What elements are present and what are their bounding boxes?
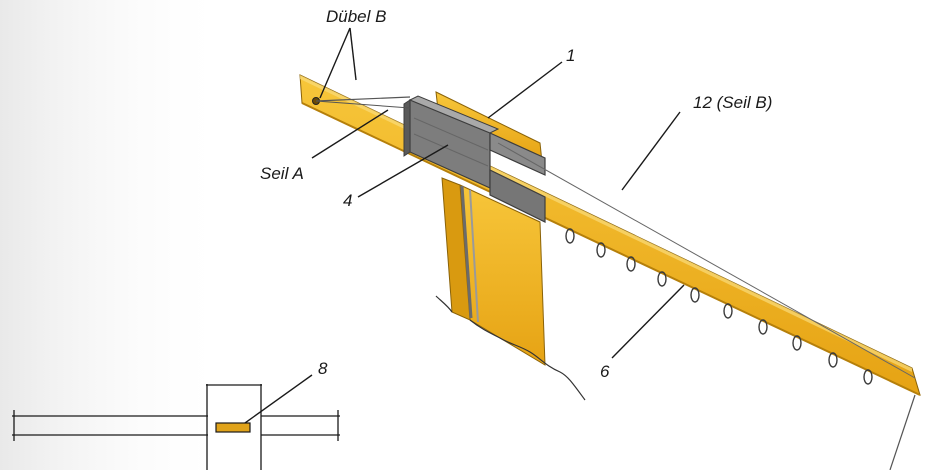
label-part-1: 1: [566, 46, 576, 65]
leader-6: [611, 284, 685, 359]
leader-4: [357, 144, 449, 198]
leader-8: [237, 374, 313, 429]
leader-dubel-1: [319, 27, 351, 99]
leader-1: [487, 61, 563, 119]
leader-seil-a: [311, 109, 389, 159]
leader-lines: [237, 27, 685, 429]
label-part-4: 4: [343, 191, 353, 210]
vertical-board: [435, 177, 586, 401]
leader-12: [621, 111, 681, 191]
label-seil-b: 12 (Seil B): [693, 93, 773, 112]
leader-dubel-2: [349, 27, 357, 81]
rope-a: [315, 96, 411, 109]
label-seil-a: Seil A: [260, 164, 304, 183]
label-dubel-b: Dübel B: [326, 7, 387, 26]
hooks-row: [565, 228, 873, 385]
label-part-6: 6: [600, 362, 610, 381]
cross-section-sketch: [12, 384, 340, 470]
rope-b-12: [497, 142, 916, 470]
label-part-8: 8: [318, 359, 328, 378]
